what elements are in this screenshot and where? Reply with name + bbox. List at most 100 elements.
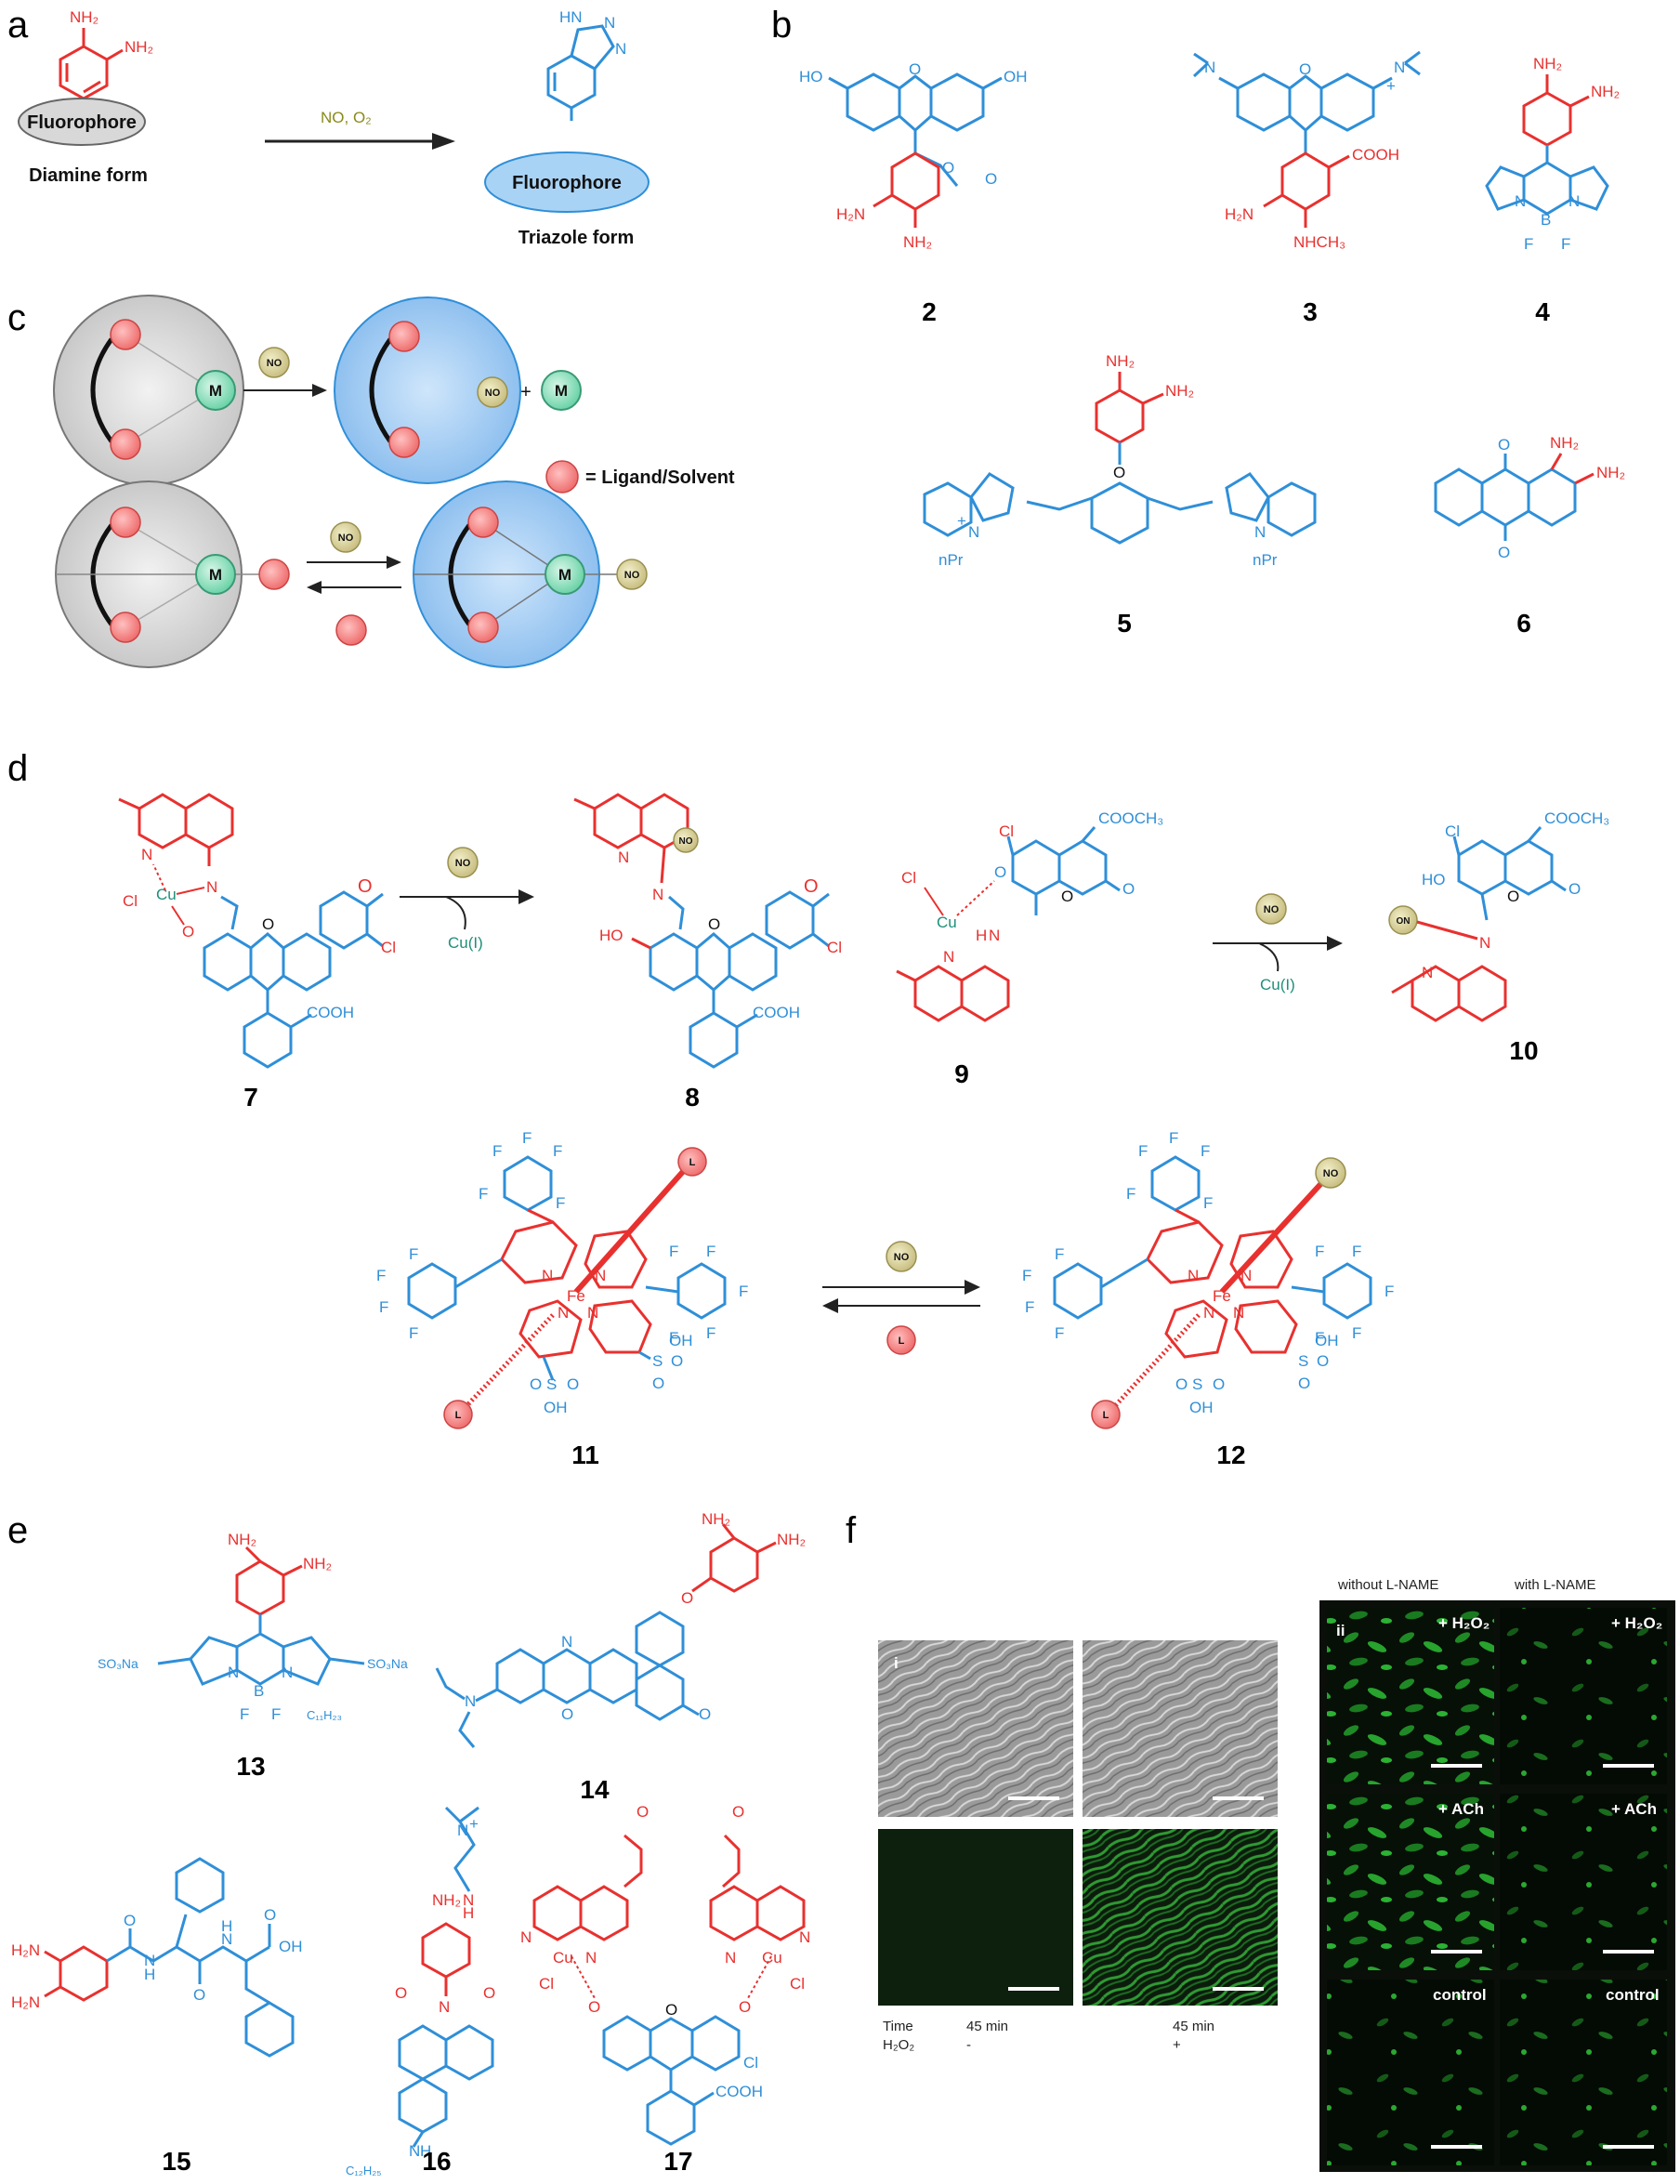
pentafluorophenyl-right: F F F F F	[669, 1243, 748, 1347]
oh-label: OH	[1315, 1332, 1339, 1349]
f-label: F	[1055, 1324, 1064, 1342]
ligand-label: L	[899, 1335, 905, 1347]
f-label: F	[553, 1142, 562, 1160]
metal-label: M	[558, 566, 571, 584]
compound-number-14: 14	[580, 1775, 610, 1804]
panel-letter-f: f	[846, 1510, 857, 1551]
oh-label: OH	[1189, 1399, 1214, 1416]
f-label: F	[1203, 1194, 1213, 1212]
n-label: N	[587, 1304, 598, 1322]
o-label: O	[530, 1375, 542, 1393]
metal-label: M	[555, 382, 568, 400]
n-label: N	[520, 1928, 532, 1946]
n-label: N	[1479, 934, 1490, 952]
f-label: F	[1022, 1267, 1031, 1284]
f-label: F	[1025, 1298, 1034, 1316]
b-label: B	[254, 1682, 264, 1700]
metal-label: M	[209, 566, 222, 584]
h-label: H	[463, 1904, 474, 1922]
n-label: N	[228, 1664, 239, 1681]
compound-12-porphyrin: F F F F F F F F F F F F F F N N N N Fe N…	[1022, 1129, 1394, 1429]
panel-a-arrow: NO, O₂	[265, 109, 455, 150]
o-label: O	[561, 1705, 573, 1723]
n-label: N	[1203, 1304, 1214, 1322]
n-label: N	[221, 1930, 232, 1948]
f-label: F	[1201, 1142, 1210, 1160]
fluorophore-ellipse-grey	[18, 98, 146, 146]
triazole-n-label: N	[615, 40, 626, 58]
nh2-label: NH₂	[1550, 434, 1579, 452]
pentafluorophenyl-top: F F F F F	[479, 1129, 565, 1212]
compound-number-17: 17	[663, 2147, 692, 2176]
panel-c-scheme-reversible: M NO M NO	[55, 480, 648, 668]
reaction-arrow-7-8: NO Cu(I)	[400, 847, 534, 952]
cl-label: Cl	[1445, 822, 1460, 840]
o-label: O	[588, 1998, 600, 2016]
n-label: N	[144, 1952, 155, 1969]
no-label: NO	[455, 858, 471, 869]
panel-f-i: i Time H₂O₂ 45 min - 45 min +	[878, 1640, 1278, 2053]
f-label: F	[376, 1267, 386, 1284]
compound-number-7: 7	[243, 1083, 258, 1112]
nh2-label: NH₂	[1165, 382, 1194, 400]
micrograph-h2o2-without	[1327, 1608, 1494, 1784]
s-label: S	[652, 1352, 663, 1370]
panel-c-scheme-irreversible: M NO NO + M	[53, 295, 582, 486]
compound-number-6: 6	[1516, 609, 1531, 638]
cl-label: Cl	[123, 892, 138, 910]
compound-3-structure: N N + O COOH H₂N NHCH₃	[1192, 50, 1421, 251]
time-value-minus: 45 min	[966, 2019, 1008, 2034]
diamine-form-label: Diamine form	[29, 165, 148, 186]
o-label: O	[1498, 544, 1510, 561]
h2o2-value-plus: +	[1173, 2037, 1181, 2053]
fe-label: Fe	[567, 1287, 585, 1305]
cl-label: Cl	[999, 822, 1014, 840]
oh-label: OH	[1004, 68, 1028, 86]
compound-number-4: 4	[1535, 297, 1550, 326]
s-label: S	[546, 1375, 557, 1393]
o-label: O	[1507, 888, 1519, 905]
compound-number-5: 5	[1117, 609, 1132, 638]
n-label: N	[1422, 964, 1433, 981]
s-label: S	[1192, 1375, 1202, 1393]
compound-number-12: 12	[1216, 1441, 1245, 1469]
ho-label: HO	[1422, 871, 1446, 888]
metal-label: M	[209, 382, 222, 400]
nh2-label: NH₂	[125, 38, 153, 56]
h-label: H	[420, 2142, 431, 2160]
o-label: O	[1113, 464, 1125, 481]
so3na-label: SO₃Na	[98, 1656, 138, 1671]
pentafluorophenyl-left: F F F F	[376, 1245, 457, 1342]
no-label: NO	[894, 1252, 910, 1263]
panel-c-legend: = Ligand/Solvent	[545, 460, 735, 493]
npr-label: nPr	[938, 551, 964, 569]
n-label: N	[282, 1664, 293, 1681]
o-label: O	[1568, 880, 1581, 898]
o-label: O	[665, 2001, 677, 2019]
row-label-control: control	[1606, 1986, 1660, 2004]
micrograph-ach-with	[1500, 1794, 1667, 1970]
o-label: O	[1298, 1375, 1310, 1392]
cu1-label: Cu(I)	[1260, 976, 1295, 993]
o-label: O	[942, 159, 954, 177]
no-label: NO	[267, 358, 282, 369]
cu-label: Cu	[156, 886, 177, 903]
cl-label: Cl	[827, 939, 842, 956]
n-label: N	[1188, 1267, 1199, 1284]
sub-panel-i-label: i	[894, 1654, 899, 1672]
n-label: N	[725, 1949, 736, 1967]
nh2-label: NH₂	[1106, 352, 1135, 370]
h2n-label: H₂N	[1225, 205, 1253, 223]
panel-f-ii: without L-NAME with L-NAME ii + H₂O₂ + H…	[1319, 1577, 1675, 2172]
f-label: F	[1138, 1142, 1148, 1160]
npr-label: nPr	[1253, 551, 1278, 569]
panel-letter-a: a	[7, 5, 29, 46]
f-label: F	[1385, 1283, 1394, 1300]
compound-6-structure: O O NH₂ NH₂	[1434, 434, 1625, 561]
f-label: F	[409, 1324, 418, 1342]
o-label: O	[1299, 60, 1311, 78]
compound-16-structure: N + NH₂ N H N O O N H C₁₂H₂₅	[346, 1806, 495, 2177]
ligand-label: L	[689, 1157, 696, 1168]
compound-9-structure: Cl O COOCH₃ O O Cl Cu H N N	[896, 809, 1163, 1022]
n-label: N	[1394, 59, 1405, 76]
